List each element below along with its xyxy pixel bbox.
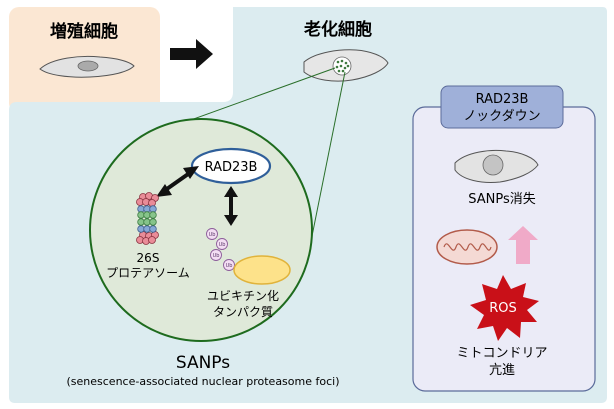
senescent-cell-label: 老化細胞 bbox=[303, 19, 372, 40]
senescent-cell-icon bbox=[303, 49, 389, 82]
mitochondria-label-line1: ミトコンドリア bbox=[456, 346, 547, 361]
proliferating-cell-icon bbox=[39, 55, 135, 78]
ub-tag-2: Ub bbox=[219, 242, 226, 248]
ubiquitinated-protein-icon bbox=[233, 255, 291, 285]
proteasome-label-line2: プロテアソーム bbox=[106, 266, 190, 280]
ros-label: ROS bbox=[489, 301, 517, 316]
proteasome-label-line1: 26S bbox=[137, 251, 160, 265]
sanps-title: SANPs bbox=[176, 353, 230, 373]
rad23b-ubiquitin-interaction-arrow bbox=[224, 186, 238, 226]
mitochondria-label-line2: 亢進 bbox=[489, 362, 515, 378]
rad23b-label: RAD23B bbox=[205, 160, 258, 175]
sanps-subtitle: (senescence-associated nuclear proteasom… bbox=[67, 375, 340, 388]
ub-tag-3: Ub bbox=[213, 253, 220, 259]
ros-burst-icon bbox=[470, 275, 539, 341]
rad23b-proteasome-interaction-arrow bbox=[156, 166, 199, 197]
ubiquitinated-protein-label-line1: ユビキチン化 bbox=[207, 289, 279, 303]
proteasome-26s-icon bbox=[136, 192, 159, 245]
knockdown-header-line1: RAD23B bbox=[476, 92, 529, 107]
knockdown-cell-icon bbox=[454, 149, 539, 183]
ubiquitin-chain-icon bbox=[206, 228, 235, 271]
transition-arrow-icon bbox=[170, 39, 213, 69]
ub-tag-4: Ub bbox=[226, 263, 233, 269]
sanps-loss-label: SANPs消失 bbox=[468, 192, 536, 207]
rad23b-node bbox=[190, 147, 272, 185]
ub-tag-1: Ub bbox=[209, 232, 216, 238]
proliferating-cell-label: 増殖細胞 bbox=[50, 21, 118, 42]
knockdown-header-line2: ノックダウン bbox=[463, 109, 540, 124]
mitochondria-icon bbox=[436, 229, 498, 265]
ubiquitinated-protein-label-line2: タンパク質 bbox=[213, 304, 273, 319]
increase-arrow-icon bbox=[508, 226, 538, 264]
sanps-nucleus-circle bbox=[89, 118, 313, 342]
zoom-line-right bbox=[307, 71, 346, 257]
knockdown-header bbox=[440, 85, 564, 129]
